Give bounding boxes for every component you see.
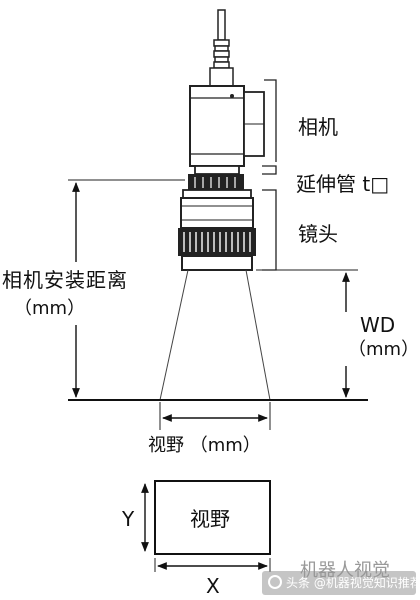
- extension-tube: [188, 165, 244, 190]
- camera-label: 相机: [298, 115, 338, 139]
- wd-unit: （mm）: [348, 339, 420, 360]
- x-dimension: [154, 558, 271, 572]
- lens: [178, 189, 256, 271]
- camera-body: [189, 85, 265, 167]
- view-cone: [159, 269, 271, 401]
- fov-box-label: 视野: [190, 507, 230, 531]
- mounting-distance-unit: （mm）: [14, 298, 86, 319]
- y-axis-label: Y: [122, 507, 135, 531]
- fov-box: [154, 480, 271, 555]
- watermark-text: 头条 @机器视觉知识推荐官: [286, 576, 416, 590]
- extension-tube-label: 延伸管 t□: [296, 172, 390, 196]
- watermark: 头条 @机器视觉知识推荐官: [262, 571, 416, 595]
- wd-dimension: [256, 269, 358, 398]
- lens-label: 镜头: [298, 222, 338, 246]
- mounting-distance-label: 相机安装距离: [2, 268, 128, 292]
- wd-label: WD: [360, 313, 396, 337]
- watermark-logo-icon: [268, 575, 282, 589]
- camera-cable: [209, 9, 234, 87]
- fov-width-dimension: [159, 402, 271, 430]
- x-axis-label: X: [206, 574, 220, 598]
- field-of-view-label: 视野 （mm）: [148, 435, 261, 456]
- mounting-distance-dimension: [68, 179, 185, 398]
